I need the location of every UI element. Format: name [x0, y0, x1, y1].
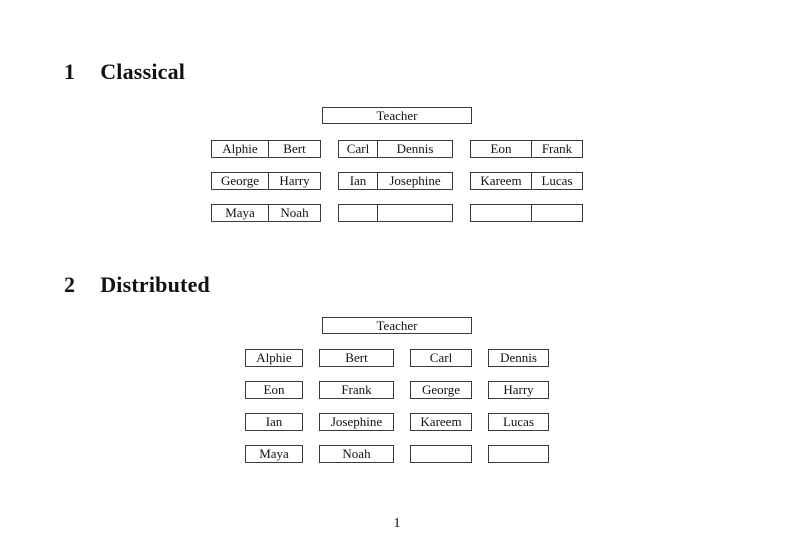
seats-row: Alphie Bert Carl Dennis [245, 349, 549, 367]
seat-cell: Josephine [378, 172, 453, 190]
empty-seat-cell [410, 445, 472, 463]
teacher-box: Teacher [322, 107, 472, 124]
section-heading-classical: 1 Classical [64, 60, 185, 84]
seat-cell: Frank [319, 381, 394, 399]
desk-column-2: Carl Dennis Ian Josephine [338, 126, 453, 236]
section-number: 2 [64, 272, 76, 297]
seat-cell: Alphie [245, 349, 303, 367]
desk-row [338, 204, 453, 222]
desk-row [470, 204, 583, 222]
desk-row: Maya Noah [211, 204, 321, 222]
desk-column-1: Alphie Bert George Harry Maya Noah [211, 126, 321, 236]
desk-row: Ian Josephine [338, 172, 453, 190]
section-number: 1 [64, 59, 76, 84]
seating-diagram-classical: Teacher Alphie Bert George Harry Maya No… [0, 107, 794, 236]
empty-seat-cell [378, 204, 453, 222]
desk-row: Carl Dennis [338, 140, 453, 158]
seat-cell: Ian [338, 172, 378, 190]
seat-cell: Kareem [410, 413, 472, 431]
seat-cell: George [410, 381, 472, 399]
section-heading-distributed: 2 Distributed [64, 273, 210, 297]
seat-cell: Carl [410, 349, 472, 367]
seat-cell: Carl [338, 140, 378, 158]
section-title: Distributed [100, 272, 210, 297]
seats-table: Alphie Bert Carl Dennis Eon Frank George… [229, 335, 565, 477]
seat-cell: Bert [269, 140, 321, 158]
seats-row: Maya Noah [245, 445, 549, 463]
seat-cell: Noah [319, 445, 394, 463]
seat-cell: Noah [269, 204, 321, 222]
seats-row: Ian Josephine Kareem Lucas [245, 413, 549, 431]
desk-row: Eon Frank [470, 140, 583, 158]
seat-cell: Harry [269, 172, 321, 190]
desk-column-3: Eon Frank Kareem Lucas [470, 126, 583, 236]
seat-cell: Bert [319, 349, 394, 367]
seat-cell: Lucas [488, 413, 549, 431]
seating-diagram-distributed: Teacher Alphie Bert Carl Dennis Eon Fran… [0, 317, 794, 477]
seat-cell: Kareem [470, 172, 532, 190]
seat-cell: Dennis [488, 349, 549, 367]
seat-cell: Eon [470, 140, 532, 158]
desk-row: Alphie Bert [211, 140, 321, 158]
desk-row: Kareem Lucas [470, 172, 583, 190]
teacher-label: Teacher [376, 108, 418, 123]
seat-cell: Harry [488, 381, 549, 399]
seat-cell: Lucas [532, 172, 583, 190]
seat-cell: Maya [211, 204, 269, 222]
desks-row: Alphie Bert George Harry Maya Noah Carl … [0, 126, 794, 236]
seat-cell: Dennis [378, 140, 453, 158]
page-number: 1 [393, 516, 401, 531]
empty-seat-cell [338, 204, 378, 222]
seat-cell: Josephine [319, 413, 394, 431]
teacher-label: Teacher [376, 318, 418, 333]
empty-seat-cell [532, 204, 583, 222]
desk-row: George Harry [211, 172, 321, 190]
seat-cell: Eon [245, 381, 303, 399]
seat-cell: Alphie [211, 140, 269, 158]
empty-seat-cell [488, 445, 549, 463]
seats-row: Eon Frank George Harry [245, 381, 549, 399]
seat-cell: George [211, 172, 269, 190]
teacher-box: Teacher [322, 317, 472, 334]
seat-cell: Maya [245, 445, 303, 463]
seat-cell: Ian [245, 413, 303, 431]
section-title: Classical [100, 59, 186, 84]
seat-cell: Frank [532, 140, 583, 158]
empty-seat-cell [470, 204, 532, 222]
